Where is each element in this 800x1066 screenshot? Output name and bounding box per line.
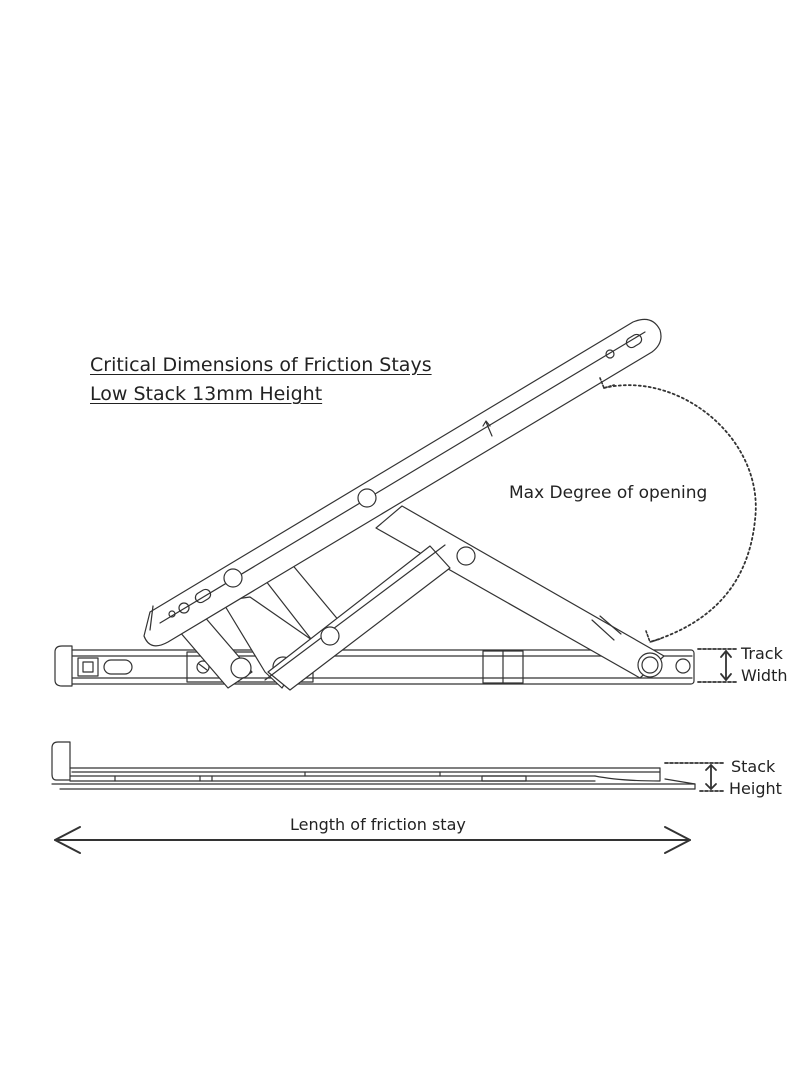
stack-side-view xyxy=(52,742,695,789)
diagram-subtitle: Low Stack 13mm Height xyxy=(90,383,323,405)
stack-label: Stack xyxy=(731,757,776,776)
diagonal-brace xyxy=(376,506,664,678)
cross-brace xyxy=(265,545,450,690)
height-label: Height xyxy=(729,779,782,798)
width-label: Width xyxy=(741,666,788,685)
max-degree-arc xyxy=(600,378,756,642)
max-degree-label: Max Degree of opening xyxy=(509,483,708,503)
stack-height-dimension xyxy=(665,763,724,791)
diagram-title: Critical Dimensions of Friction Stays xyxy=(90,354,432,376)
track-width-dimension xyxy=(698,649,738,682)
track-label: Track xyxy=(741,644,783,663)
length-label: Length of friction stay xyxy=(290,815,466,834)
sash-arm xyxy=(144,319,661,646)
length-arrow xyxy=(55,827,690,853)
